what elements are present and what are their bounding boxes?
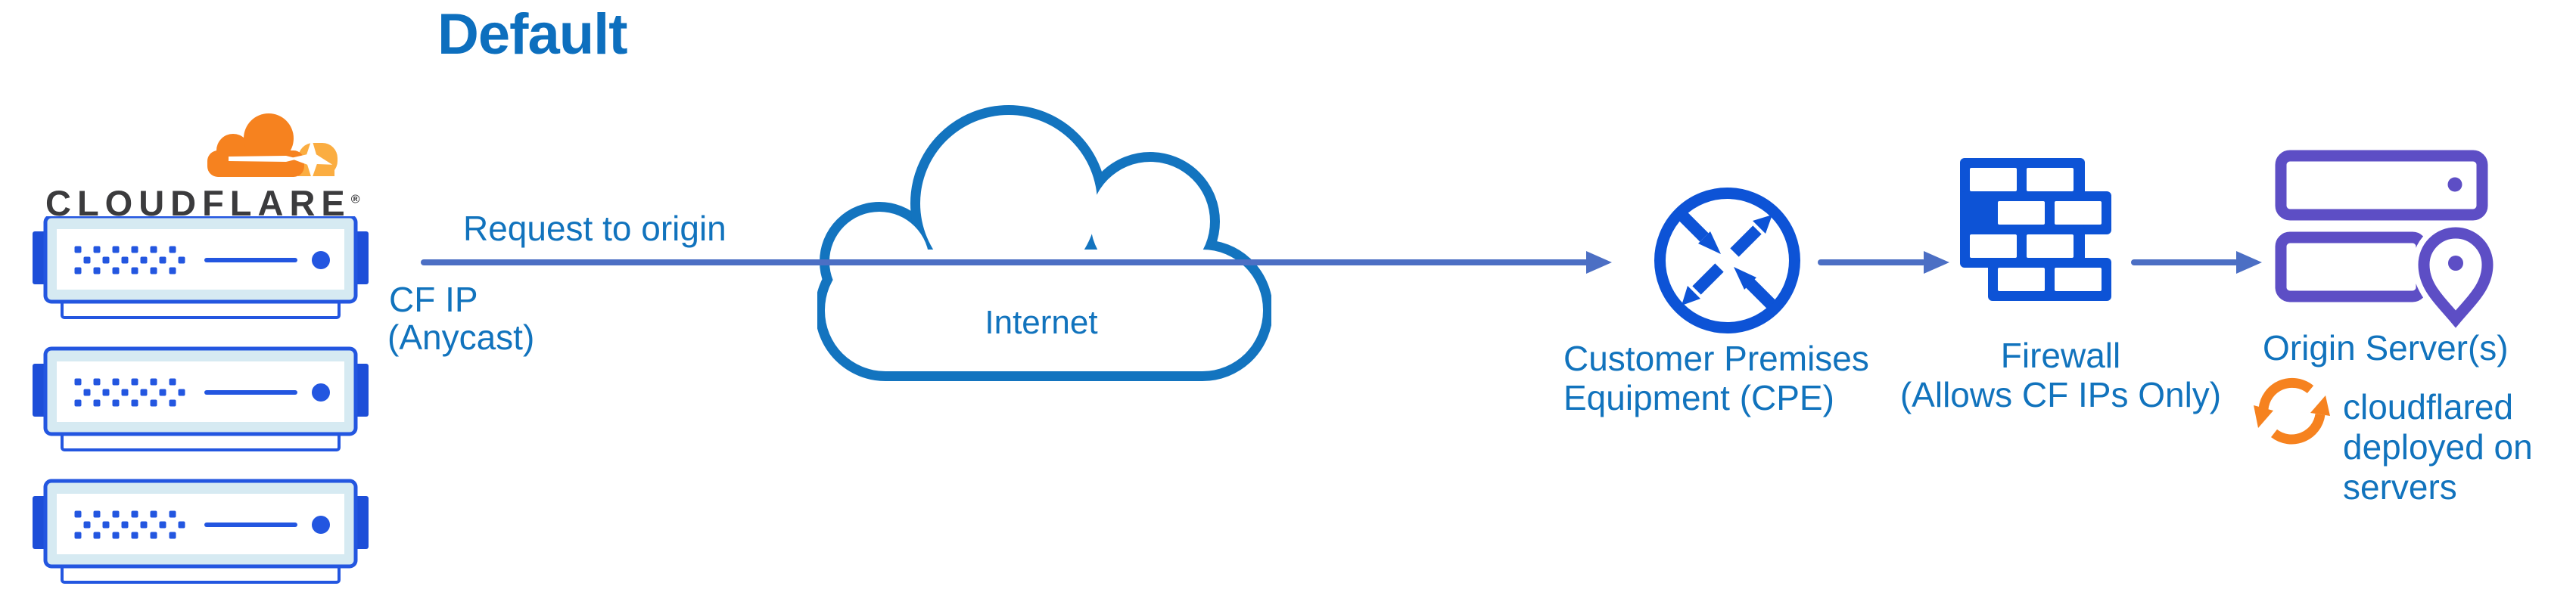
origin-label: Origin Server(s): [2263, 328, 2509, 367]
internet-cloud-icon: [817, 105, 1271, 381]
cpe-node: [1653, 186, 1802, 335]
cloudflare-logo: [195, 113, 339, 179]
request-arrow-line: [421, 259, 1590, 265]
cloudflare-edge-servers: [33, 216, 369, 586]
origin-node: [2270, 145, 2505, 334]
cloudflared-sync-icon-wrap: [2249, 377, 2340, 452]
firewall-to-origin-arrow-line: [2131, 259, 2238, 265]
cloudflare-cloud-icon: [207, 113, 338, 179]
cloudflared-note-line3: servers: [2343, 467, 2457, 507]
request-label: Request to origin: [463, 209, 726, 248]
firewall-icon: [1960, 158, 2111, 301]
firewall-label-line1: Firewall: [2000, 336, 2121, 375]
firewall-node: [1958, 158, 2111, 301]
cloudflared-note-line1: cloudflared: [2343, 387, 2514, 426]
cpe-to-firewall-arrow-head-icon: [1924, 251, 1949, 274]
firewall-label-line2: (Allows CF IPs Only): [1899, 375, 2222, 414]
cpe-label-line2: Equipment (CPE): [1563, 378, 1834, 417]
location-pin-icon: [2412, 222, 2500, 334]
cpe-router-icon: [1654, 188, 1800, 333]
cpe-label-line1: Customer Premises: [1563, 339, 1869, 378]
registered-trademark: ®: [350, 193, 360, 206]
page-title: Default: [437, 2, 628, 67]
internet-label: Internet: [985, 304, 1098, 341]
firewall-to-origin-arrow-head-icon: [2236, 251, 2262, 274]
cpe-to-firewall-arrow-line: [1818, 259, 1926, 265]
origin-servers-icon: [2275, 150, 2500, 334]
cloudflared-note-line2: deployed on: [2343, 427, 2533, 467]
cf-ip-label-line2: (Anycast): [387, 318, 535, 357]
cf-ip-label-line1: CF IP: [389, 280, 478, 319]
request-arrow-head-icon: [1586, 251, 1612, 274]
internet-cloud: [817, 98, 1271, 382]
edge-server-stack-icon: [33, 216, 369, 586]
sync-icon: [2254, 377, 2330, 445]
